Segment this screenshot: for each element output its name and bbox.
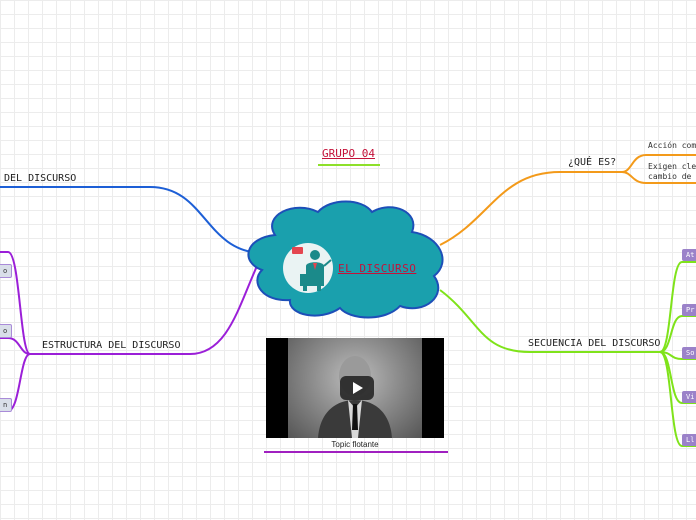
speaker-podium-icon — [292, 247, 332, 291]
central-cloud[interactable] — [247, 200, 444, 319]
branch-line-right-child-1 — [659, 261, 696, 353]
branch-label-sequence[interactable]: SECUENCIA DEL DISCURSO — [528, 338, 661, 349]
branch-line-left-bottom — [30, 254, 263, 355]
branch-line-right-child-2 — [659, 315, 696, 353]
branch-label-what-is[interactable]: ¿QUÉ ES? — [568, 157, 617, 168]
branch-line-right-top — [439, 171, 622, 246]
subtopic-right-5[interactable]: Ll — [682, 434, 696, 446]
subtopic-right-4[interactable]: Vi — [682, 391, 696, 403]
central-topic-label[interactable]: EL DISCURSO — [338, 262, 417, 275]
subtopic-right-top-2a[interactable]: Exigen cler — [648, 162, 696, 171]
subtopic-right-top-2b[interactable]: cambio de a — [648, 172, 696, 181]
branch-line-left-top — [0, 186, 261, 254]
branch-line-left-child-1 — [0, 251, 31, 355]
subtopic-right-3[interactable]: So — [682, 347, 696, 359]
subtopic-right-1[interactable]: At — [682, 249, 696, 261]
subtopic-left-1[interactable]: o — [0, 264, 13, 278]
branch-line-left-child-2 — [0, 337, 31, 355]
branch-label-left-top[interactable]: DEL DISCURSO — [4, 173, 77, 184]
branch-label-structure[interactable]: ESTRUCTURA DEL DISCURSO — [42, 340, 181, 351]
video-caption: Topic flotante — [331, 440, 379, 449]
branch-line-right-child-2 — [621, 171, 696, 184]
group-title[interactable]: GRUPO 04 — [322, 147, 375, 160]
branch-line-right-bottom — [439, 289, 660, 353]
video-thumbnail[interactable] — [266, 338, 444, 438]
group-title-underline — [318, 164, 380, 166]
subtopic-left-2[interactable]: o — [0, 324, 13, 338]
branch-line-right-child-5 — [659, 351, 696, 447]
subtopic-left-3[interactable]: n — [0, 398, 13, 412]
play-icon[interactable] — [340, 376, 374, 400]
subtopic-right-top-1[interactable]: Acción comu — [648, 141, 696, 150]
subtopic-right-2[interactable]: Pr — [682, 304, 696, 316]
video-underline — [264, 451, 448, 453]
